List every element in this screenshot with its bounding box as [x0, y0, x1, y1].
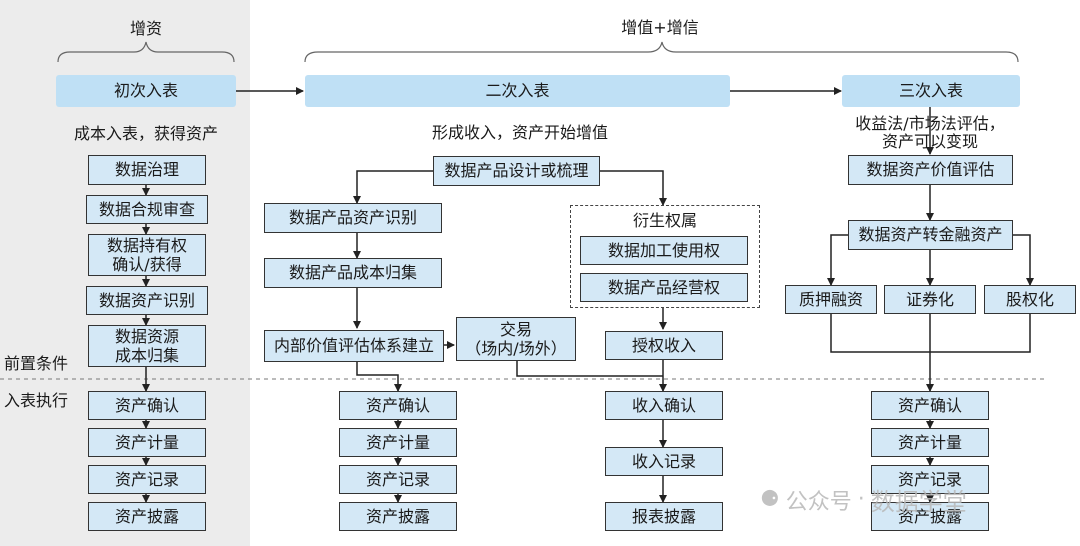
capital-increase-header: 增资	[129, 19, 162, 38]
flow-lines	[142, 87, 1034, 503]
col1-asset-recognition-box: 资产确认	[88, 391, 206, 420]
watermark: ⚈ 公众号 · 数据学堂	[760, 482, 967, 517]
income-record-box: 收入记录	[605, 447, 723, 476]
product-design-box: 数据产品设计或梳理	[433, 156, 600, 186]
col2-asset-record-box: 资产记录	[339, 465, 457, 494]
data-holding-right-line1: 数据持有权	[106, 236, 187, 255]
watermark-separator: ·	[857, 487, 865, 512]
left-brace	[57, 41, 235, 63]
stage-third-entry: 三次入表	[842, 75, 1020, 107]
report-disclosure-box: 报表披露	[605, 502, 723, 531]
first-stage-caption: 成本入表，获得资产	[73, 124, 218, 143]
value-credit-header: 增值+增信	[621, 18, 699, 37]
third-stage-caption-line2: 资产可以变现	[881, 132, 978, 151]
product-asset-identification-box: 数据产品资产识别	[264, 203, 442, 233]
col2-asset-disclosure-box: 资产披露	[339, 502, 457, 531]
trade-venue: （场内/场外）	[465, 339, 567, 358]
income-recognition-box: 收入确认	[605, 391, 723, 420]
data-holding-right-box: 数据持有权 确认/获得	[88, 234, 206, 276]
equitization-box: 股权化	[984, 285, 1076, 314]
watermark-platform: 公众号	[785, 489, 852, 515]
data-holding-right-line2: 确认/获得	[112, 255, 182, 274]
header-braces	[57, 41, 1019, 63]
pledge-financing-box: 质押融资	[785, 285, 877, 314]
derived-rights-title: 衍生权属	[632, 211, 697, 230]
right-brace	[304, 41, 1019, 63]
asset-valuation-box: 数据资产价值评估	[848, 155, 1013, 185]
execution-label: 入表执行	[4, 391, 69, 410]
securitization-box: 证券化	[884, 285, 976, 314]
precondition-label: 前置条件	[4, 354, 69, 373]
derived-rights-group	[570, 205, 760, 308]
data-resource-cost-line2: 成本归集	[114, 346, 179, 365]
col3-asset-disclosure-box: 资产披露	[871, 502, 989, 531]
col2-asset-measurement-box: 资产计量	[339, 428, 457, 457]
trade-title: 交易	[499, 320, 532, 339]
col3-asset-recognition-box: 资产确认	[871, 391, 989, 420]
trade-box: 交易 （场内/场外）	[456, 317, 576, 361]
data-resource-cost-box: 数据资源 成本归集	[88, 325, 206, 367]
col1-asset-measurement-box: 资产计量	[88, 428, 206, 457]
data-asset-identification-box: 数据资产识别	[86, 286, 208, 315]
col3-asset-record-box: 资产记录	[871, 465, 989, 494]
financial-asset-conversion-box: 数据资产转金融资产	[848, 220, 1013, 250]
second-stage-caption: 形成收入，资产开始增值	[431, 123, 608, 142]
col2-asset-recognition-box: 资产确认	[339, 391, 457, 420]
data-compliance-review-box: 数据合规审查	[86, 195, 208, 224]
data-governance-box: 数据治理	[88, 155, 206, 185]
third-stage-caption-line1: 收益法/市场法评估，	[855, 114, 1005, 133]
data-product-operation-right-box: 数据产品经营权	[580, 273, 748, 302]
product-cost-collection-box: 数据产品成本归集	[264, 258, 442, 288]
col1-asset-disclosure-box: 资产披露	[88, 502, 206, 531]
data-resource-cost-line1: 数据资源	[114, 327, 179, 346]
internal-valuation-box: 内部价值评估体系建立	[264, 330, 444, 362]
stage-first-entry: 初次入表	[56, 75, 236, 107]
watermark-name: 数据学堂	[870, 488, 967, 516]
wechat-icon: ⚈	[760, 487, 780, 512]
stage-second-entry: 二次入表	[305, 75, 730, 107]
licensing-income-box: 授权收入	[605, 331, 723, 360]
col3-asset-measurement-box: 资产计量	[871, 428, 989, 457]
data-processing-right-box: 数据加工使用权	[580, 236, 748, 265]
col1-asset-record-box: 资产记录	[88, 465, 206, 494]
